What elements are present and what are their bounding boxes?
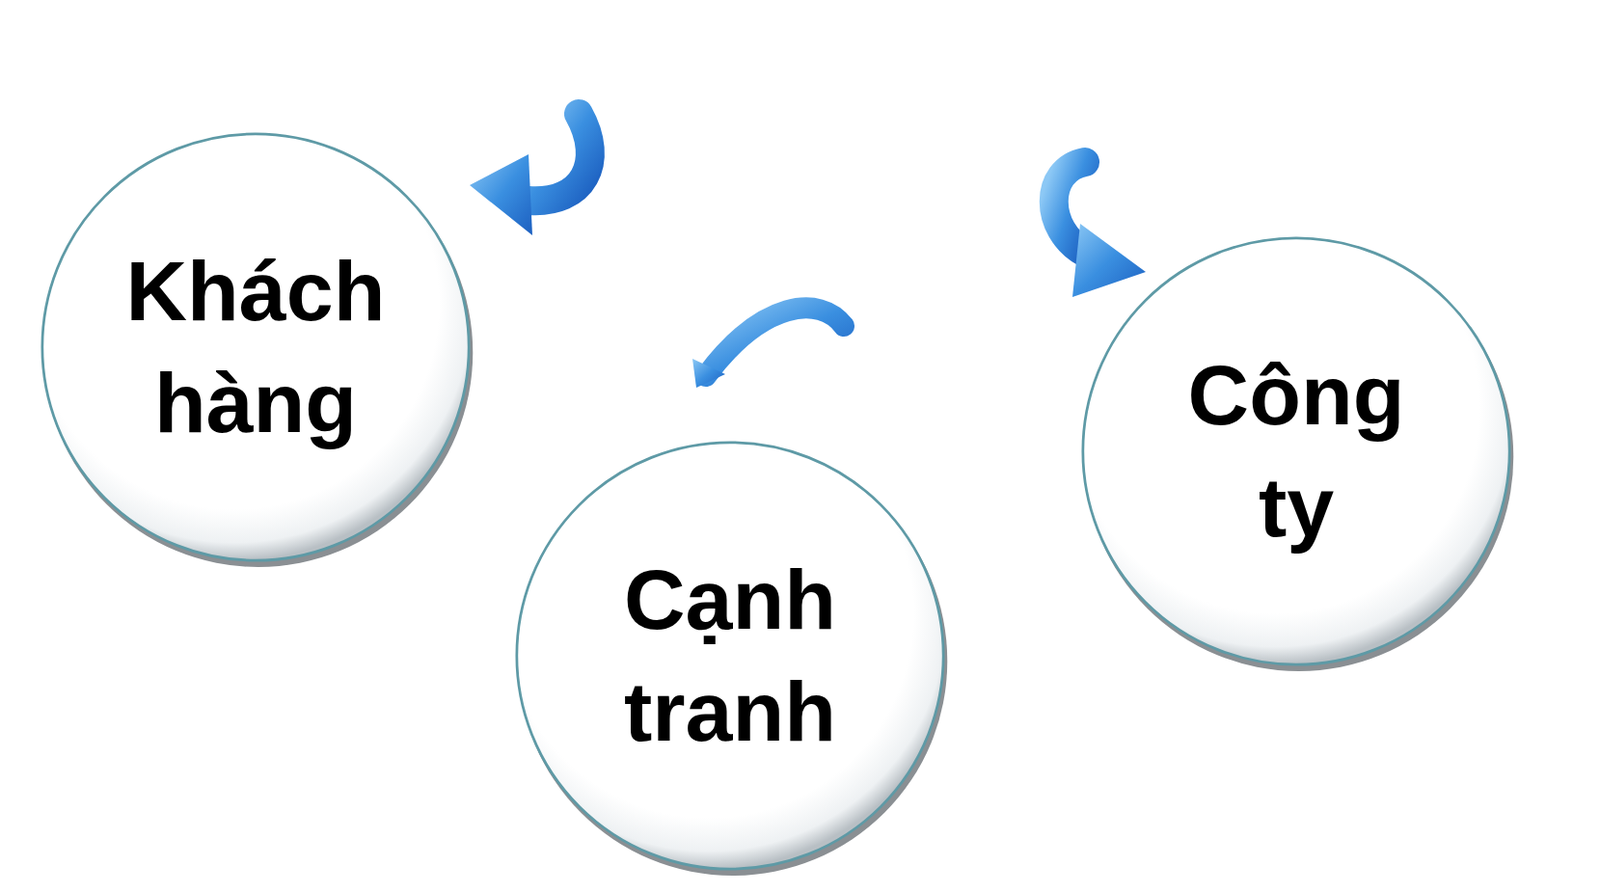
circle-node: Khách hàng — [35, 127, 476, 568]
node-label: Khách hàng — [110, 235, 401, 460]
curved-arrow — [692, 307, 844, 388]
circle-node: Cạnh tranh — [510, 435, 950, 876]
curved-arrow — [469, 113, 591, 236]
node-label: Cạnh tranh — [585, 543, 875, 768]
node-label: Công ty — [1151, 339, 1441, 564]
curved-arrow — [1054, 162, 1146, 298]
circle-outline — [1076, 231, 1517, 672]
circle-outline — [35, 127, 476, 568]
circle-outline — [510, 435, 950, 876]
circle-node: Công ty — [1076, 231, 1517, 672]
